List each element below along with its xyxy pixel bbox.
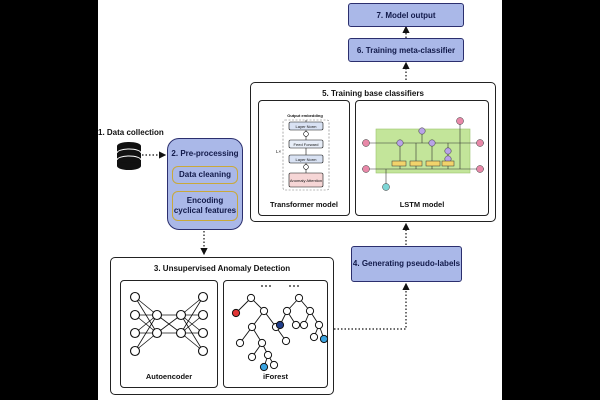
autoencoder-node <box>197 345 209 357</box>
data-cleaning-pill: Data cleaning <box>172 166 238 184</box>
layers-multiplier: L× <box>276 149 282 154</box>
autoencoder-node <box>175 327 187 339</box>
autoencoder-node <box>151 309 163 321</box>
autoencoder-panel: Autoencoder <box>120 280 218 388</box>
preprocessing-title: 2. Pre-processing <box>171 149 239 158</box>
model-output-title: 7. Model output <box>376 10 436 20</box>
pipeline-diagram: 1. Data collection 2. Pre-processing Dat… <box>98 0 502 400</box>
autoencoder-node <box>197 291 209 303</box>
iforest-caption: iForest <box>262 372 288 381</box>
model-output-box: 7. Model output <box>348 3 464 27</box>
transformer-panel: Output embedding Layer Norm Feed Forward… <box>258 100 350 216</box>
pseudo-labels-title: 4. Generating pseudo-labels <box>352 259 461 268</box>
autoencoder-node <box>151 327 163 339</box>
anomaly-attention-block: Anomaly Attention <box>290 178 322 183</box>
autoencoder-node <box>129 327 141 339</box>
arrow-unsupervised-to-pseudo <box>334 282 410 330</box>
autoencoder-node <box>129 291 141 303</box>
autoencoder-node <box>129 309 141 321</box>
transformer-caption: Transformer model <box>270 200 338 209</box>
autoencoder-node <box>197 327 209 339</box>
lstm-cell-icon <box>362 117 484 191</box>
layer-norm-bottom: Layer Norm <box>296 157 318 162</box>
autoencoder-node <box>175 309 187 321</box>
iforest-trees-icon <box>231 285 329 372</box>
autoencoder-node <box>197 309 209 321</box>
database-icon <box>116 142 142 170</box>
unsupervised-title: 3. Unsupervised Anomaly Detection <box>153 264 291 273</box>
transformer-diagram-icon: Output embedding Layer Norm Feed Forward… <box>276 113 330 191</box>
autoencoder-network-icon <box>129 291 209 357</box>
encoding-cyclical-pill: Encoding cyclical features <box>172 191 238 221</box>
lstm-panel: LSTM model <box>355 100 489 216</box>
lstm-caption: LSTM model <box>399 200 445 209</box>
pseudo-labels-box: 4. Generating pseudo-labels <box>351 246 462 282</box>
autoencoder-caption: Autoencoder <box>145 372 193 381</box>
data-collection-label: 1. Data collection <box>98 128 164 137</box>
meta-classifier-title: 6. Training meta-classifier <box>356 45 456 55</box>
layer-norm-top: Layer Norm <box>296 124 318 129</box>
iforest-panel: iForest <box>223 280 329 388</box>
base-classifiers-title: 5. Training base classifiers <box>322 89 424 98</box>
meta-classifier-box: 6. Training meta-classifier <box>348 38 464 62</box>
autoencoder-node <box>129 345 141 357</box>
feed-forward-block: Feed Forward <box>294 142 319 147</box>
transformer-heading: Output embedding <box>287 113 323 118</box>
flow-connectors <box>142 25 410 330</box>
